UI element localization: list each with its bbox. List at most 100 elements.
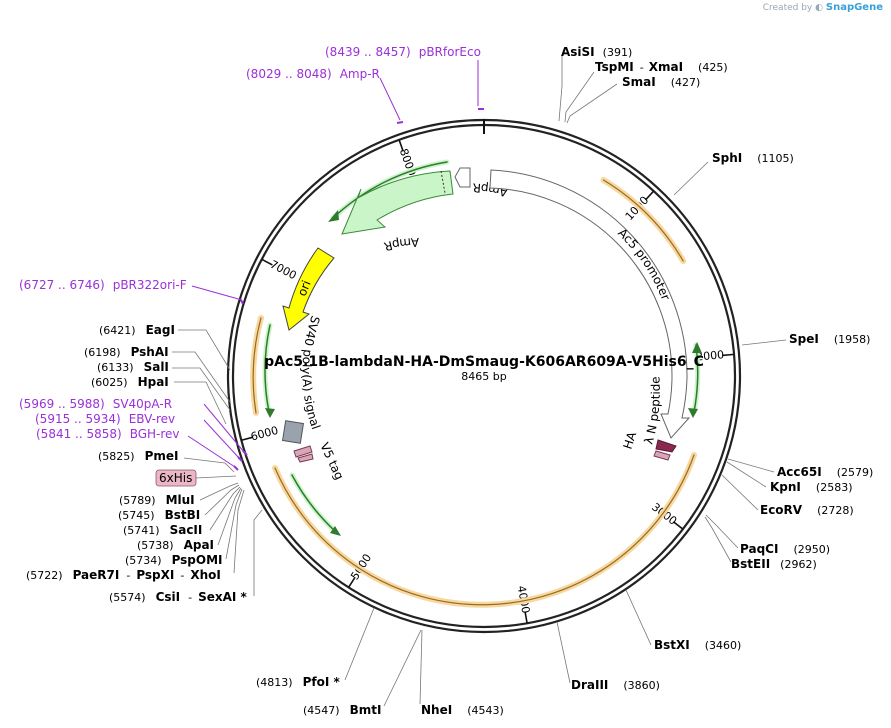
leader-lines bbox=[172, 56, 787, 707]
tick-mark bbox=[347, 576, 356, 588]
enzyme-label: BstEII(2962) bbox=[731, 557, 817, 571]
leader-hpai bbox=[174, 381, 227, 425]
leader-sacii bbox=[209, 486, 241, 531]
cds-arc-bottom bbox=[289, 472, 339, 535]
orf-arc-top-right-line bbox=[602, 179, 684, 262]
enzymes-left: (4547)BmtI (4813)PfoI * (5574)CsiI-SexAI… bbox=[26, 323, 381, 717]
tick-mark bbox=[241, 436, 254, 442]
leader-nhei bbox=[419, 629, 423, 705]
enzyme-name: BstBI bbox=[165, 508, 201, 522]
orf-arcs bbox=[250, 177, 697, 608]
lambda-n-peptide-feature bbox=[653, 450, 671, 461]
leader-ecorv bbox=[721, 474, 759, 511]
leader-kpni bbox=[726, 461, 767, 488]
enzyme-position: (5738) bbox=[137, 539, 174, 552]
tick-mark bbox=[261, 258, 273, 266]
enzyme-position: (5789) bbox=[119, 494, 156, 507]
enzyme-name: BstXI bbox=[654, 638, 690, 652]
enzyme-position: (6421) bbox=[99, 324, 136, 337]
ori-label: ori bbox=[295, 278, 314, 298]
enzyme-name: XmaI bbox=[649, 60, 683, 74]
enzyme-label: (5741)SacII bbox=[123, 523, 202, 537]
enzyme-label: (6133)SalI bbox=[97, 360, 169, 374]
leader-asisi bbox=[558, 56, 563, 122]
svg-text:SV40 poly(A) signal: SV40 poly(A) signal bbox=[300, 314, 323, 431]
tick-mark bbox=[722, 353, 735, 357]
enzyme-name: NheI bbox=[421, 703, 452, 717]
leader-primer-bgh bbox=[187, 435, 236, 468]
enzyme-label: (5789)MluI bbox=[119, 493, 195, 507]
snapgene-logo-icon: ◐ bbox=[815, 3, 823, 13]
enzyme-position: (4547) bbox=[303, 704, 340, 717]
enzyme-position: (391) bbox=[603, 46, 633, 59]
primer-name: SV40pA-R bbox=[113, 397, 172, 411]
leader-primer-pbr322ori bbox=[191, 285, 243, 301]
cds-arcs bbox=[262, 159, 702, 536]
enzyme-name: PfoI * bbox=[303, 675, 341, 689]
orf-arc-bottom-line bbox=[274, 454, 695, 606]
enzyme-label: SpeI(1958) bbox=[789, 332, 870, 346]
ac5-promoter-feature bbox=[489, 169, 691, 439]
enzyme-position: (427) bbox=[671, 76, 701, 89]
enzyme-position: (6025) bbox=[91, 376, 128, 389]
primer-marker-pbr322ori bbox=[240, 299, 244, 305]
enzyme-position: (1105) bbox=[757, 152, 794, 165]
his-label: 6xHis bbox=[159, 471, 192, 485]
enzyme-name: PaqCI bbox=[740, 542, 778, 556]
primer-name: BGH-rev bbox=[130, 427, 180, 441]
tick-mark bbox=[672, 521, 684, 530]
cds-arrowhead-left bbox=[265, 408, 275, 418]
enzyme-label: BstXI(3460) bbox=[654, 638, 741, 652]
enzyme-position: (5745) bbox=[118, 509, 155, 522]
tick-label: 2000 bbox=[696, 348, 725, 363]
enzyme-name: XhoI bbox=[190, 568, 221, 582]
enzyme-position: (2728) bbox=[817, 504, 854, 517]
enzymes-right: AsiSI(391) TspMI-XmaI(425) SmaI(427) Sph… bbox=[421, 45, 873, 717]
primer-labels: (8439 .. 8457)pBRforEco (8029 .. 8048)Am… bbox=[19, 45, 481, 441]
enzyme-label: AsiSI(391) bbox=[561, 45, 632, 59]
leader-apai bbox=[217, 487, 242, 546]
enzyme-position: (425) bbox=[698, 61, 728, 74]
primer-range: (5915 .. 5934) bbox=[35, 412, 121, 426]
leader-pshai bbox=[172, 351, 231, 403]
leader-pspomi bbox=[225, 488, 243, 560]
primer-label: (6727 .. 6746)pBR322ori-F bbox=[19, 278, 187, 292]
primer-range: (6727 .. 6746) bbox=[19, 278, 105, 292]
leader-bstxi bbox=[625, 589, 652, 646]
svg-text:AmpR: AmpR bbox=[383, 235, 420, 254]
enzyme-name: SalI bbox=[144, 360, 169, 374]
brand-watermark: Created by ◐ SnapGene bbox=[763, 2, 883, 13]
enzyme-name: SexAI * bbox=[198, 590, 247, 604]
enzyme-label: (5722)PaeR7I-PspXI-XhoI bbox=[26, 568, 221, 582]
enzyme-label: (5574)CsiI-SexAI * bbox=[109, 590, 248, 604]
leader-csii bbox=[253, 509, 263, 596]
orf-arc-left-line bbox=[252, 317, 262, 414]
enzyme-position: (2962) bbox=[780, 558, 817, 571]
plasmid-name: pAc5.1B-lambdaN-HA-DmSmaug-K606AR609A-V5… bbox=[264, 354, 704, 370]
leader-sphi bbox=[673, 161, 709, 196]
leader-primer-ebv bbox=[203, 419, 240, 459]
sv40-polya-label: SV40 poly(A) signal bbox=[300, 314, 323, 431]
enzyme-label: (6421)EagI bbox=[99, 323, 175, 337]
leader-mlui bbox=[199, 482, 239, 501]
brand-prefix: Created by bbox=[762, 3, 813, 13]
enzyme-name: PaeR7I bbox=[73, 568, 120, 582]
enzyme-position: (2950) bbox=[793, 543, 830, 556]
leader-primer-ampr bbox=[379, 77, 401, 121]
enzyme-position: (4543) bbox=[467, 704, 504, 717]
cds-arrowhead-bottom bbox=[330, 526, 341, 536]
plasmid-size: 8465 bp bbox=[461, 370, 506, 383]
enzyme-label: (5825)PmeI bbox=[98, 449, 178, 463]
tick-label: 6000 bbox=[249, 424, 279, 444]
enzyme-name: SphI bbox=[712, 151, 742, 165]
enzyme-position: (5574) bbox=[109, 591, 146, 604]
enzyme-name: HpaI bbox=[138, 375, 169, 389]
enzyme-label: Acc65I(2579) bbox=[777, 465, 873, 479]
ampr-promoter-feature bbox=[454, 167, 471, 188]
enzyme-label: KpnI(2583) bbox=[770, 480, 852, 494]
ha-feature bbox=[655, 439, 677, 453]
primer-range: (8029 .. 8048) bbox=[246, 67, 332, 81]
enzyme-name: TspMI bbox=[595, 60, 634, 74]
enzyme-name: SmaI bbox=[622, 75, 656, 89]
enzyme-position: (4813) bbox=[256, 676, 293, 689]
